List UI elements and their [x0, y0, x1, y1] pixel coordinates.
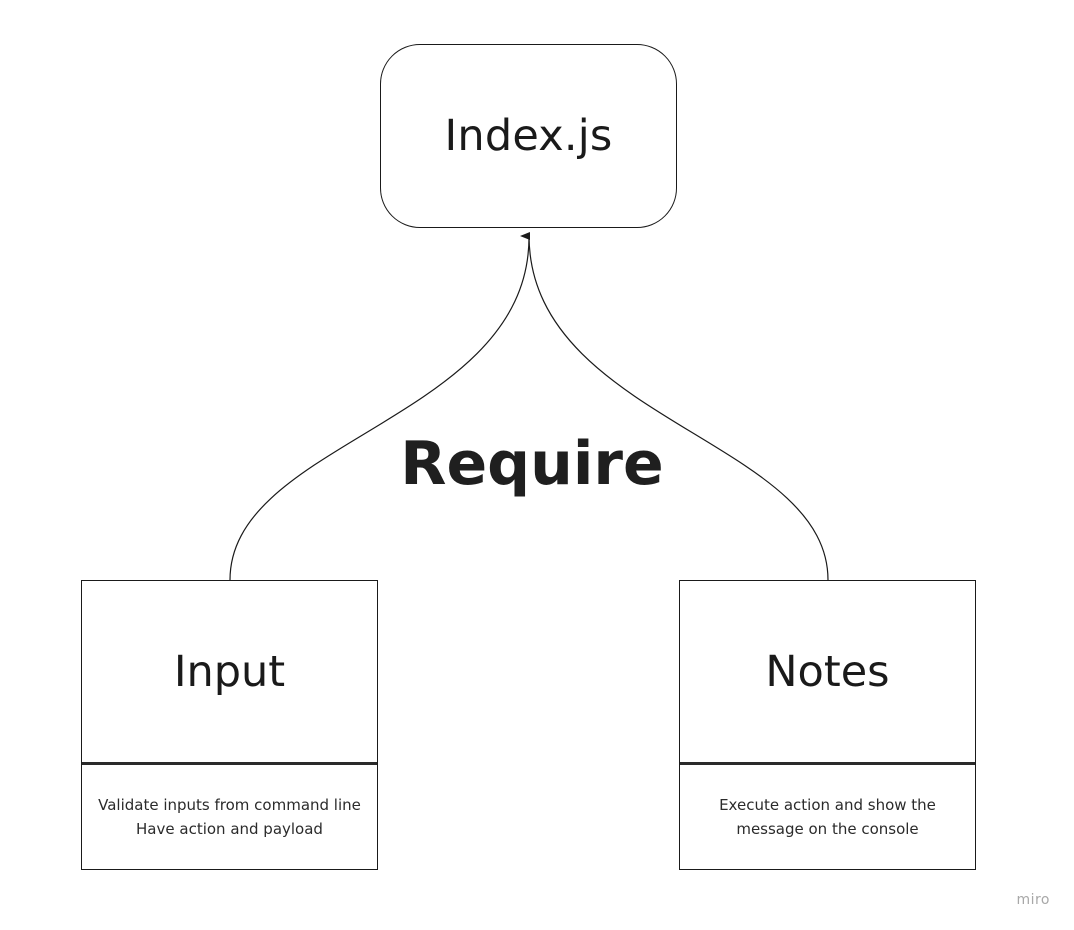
input-node-label: Input	[173, 646, 286, 697]
input-description-line: Validate inputs from command line	[98, 796, 361, 814]
input-node[interactable]: Input Validate inputs from command line …	[81, 580, 378, 870]
notes-node-header: Notes	[680, 581, 975, 765]
miro-watermark: miro	[1016, 892, 1050, 908]
index-node[interactable]: Index.js	[380, 44, 677, 228]
notes-node-label: Notes	[765, 646, 890, 697]
notes-description-line: message on the console	[736, 820, 919, 838]
input-description-line: Have action and payload	[136, 820, 323, 838]
connector-notes-to-index	[528, 235, 829, 581]
input-node-description: Validate inputs from command line Have a…	[82, 765, 377, 841]
index-node-label: Index.js	[444, 111, 613, 161]
notes-description-line: Execute action and show the	[719, 796, 936, 814]
connector-input-to-index	[229, 231, 531, 581]
notes-node[interactable]: Notes Execute action and show the messag…	[679, 580, 976, 870]
require-edge-label: Require	[400, 429, 664, 499]
input-node-header: Input	[82, 581, 377, 765]
notes-node-description: Execute action and show the message on t…	[680, 765, 975, 841]
